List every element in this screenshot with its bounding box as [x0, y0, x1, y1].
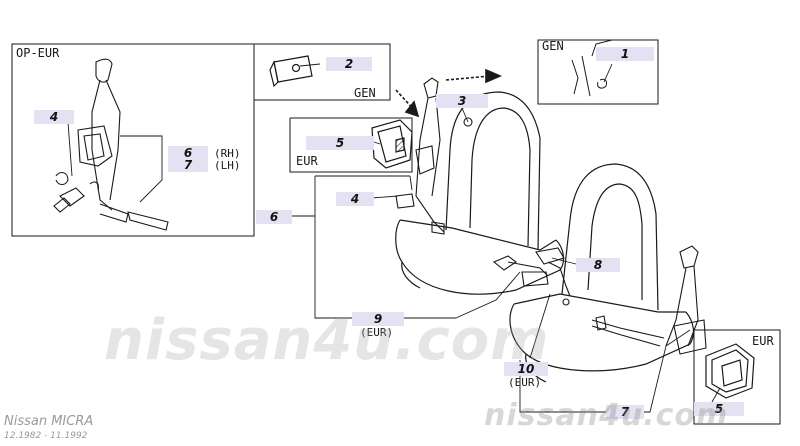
part-label-6-op-eur[interactable]: 6 — [168, 146, 208, 160]
rear-seat-belt — [591, 245, 707, 355]
eur-left-region-label: EUR — [296, 154, 318, 168]
qualifier-rh: (RH) — [214, 147, 241, 160]
op-eur-frame — [11, 43, 255, 237]
part-label-2[interactable]: 2 — [326, 57, 372, 71]
part-label-7-op-eur[interactable]: 7 — [168, 158, 208, 172]
part-label-3[interactable]: 3 — [436, 94, 488, 108]
part-label-9[interactable]: 9 — [352, 312, 404, 326]
footer-model-name: Nissan MICRA — [4, 414, 94, 429]
op-eur-belt-assembly — [53, 58, 169, 231]
footer-date-range: 12.1982 - 11.1992 — [4, 431, 88, 441]
part-label-1[interactable]: 1 — [596, 47, 654, 61]
watermark-main: nissan4u.com — [104, 308, 550, 373]
gen-bracket-frame — [253, 43, 391, 101]
part-5-retractor — [371, 119, 413, 169]
gen-top-region-label: GEN — [542, 39, 564, 53]
part-2-bracket — [269, 55, 313, 88]
part-5-right-retractor — [705, 343, 755, 399]
part-label-7[interactable]: 7 — [606, 405, 644, 419]
part-label-8[interactable]: 8 — [576, 258, 620, 272]
front-seat — [395, 91, 565, 295]
front-seat-belt — [395, 77, 473, 235]
qualifier-lh: (LH) — [214, 159, 241, 172]
watermark-corner: nissan4u.com — [484, 398, 729, 433]
qualifier-eur-9: (EUR) — [360, 326, 394, 339]
gen-top-frame — [537, 39, 659, 105]
gen-mid-region-label: GEN — [354, 86, 376, 100]
qualifier-eur-10: (EUR) — [508, 376, 542, 389]
center-buckle-assembly — [492, 247, 571, 306]
direction-arrows — [395, 68, 503, 118]
part-label-5-right[interactable]: 5 — [694, 402, 744, 416]
op-eur-region-label: OP-EUR — [16, 46, 60, 60]
part-label-6[interactable]: 6 — [256, 210, 292, 224]
part-label-5-left[interactable]: 5 — [306, 136, 374, 150]
part-label-10[interactable]: 10 — [504, 362, 548, 376]
eur-right-frame — [693, 329, 781, 425]
part-label-4[interactable]: 4 — [336, 192, 374, 206]
part-1-detail — [571, 39, 613, 97]
part-label-4-op-eur[interactable]: 4 — [34, 110, 74, 124]
eur-left-frame — [289, 117, 413, 173]
leader-lines — [67, 63, 721, 413]
eur-right-region-label: EUR — [752, 334, 774, 348]
